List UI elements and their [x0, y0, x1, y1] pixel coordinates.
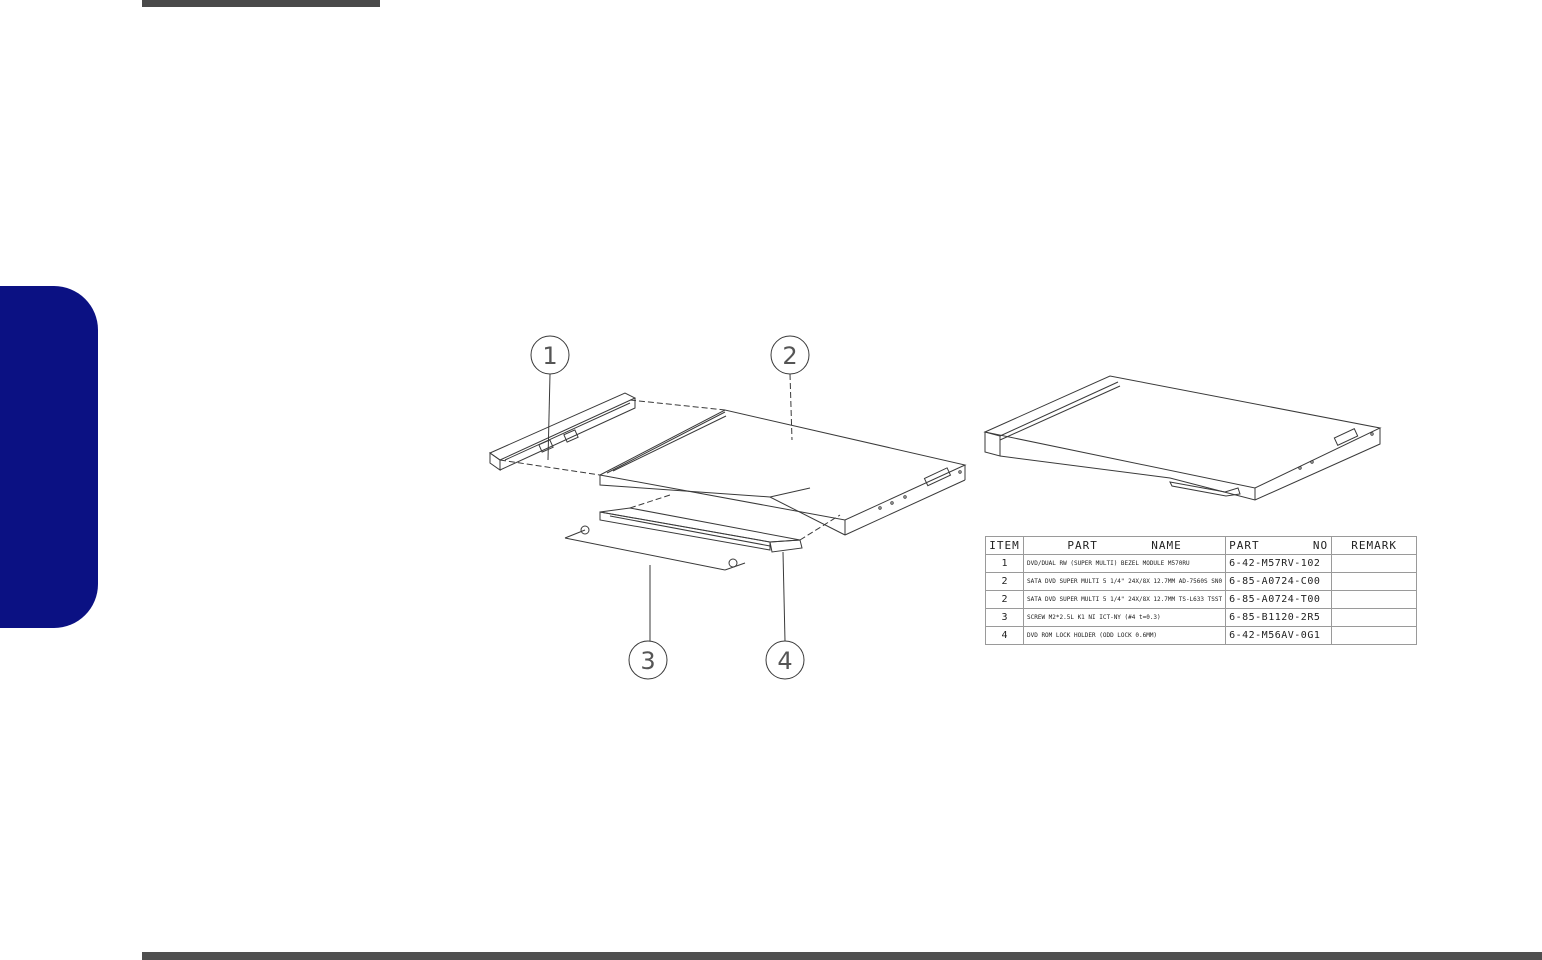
table-row: 1 DVD/DUAL RW (SUPER MULTI) BEZEL MODULE… [985, 554, 1418, 573]
header-part-no: PART NO [1225, 536, 1333, 555]
parts-table: ITEM PART NAME PART NO REMARK 1 DVD/DUAL… [985, 536, 1418, 645]
chapter-side-tab [0, 286, 98, 628]
part-name-cell: SATA DVD SUPER MULTI 5 1/4" 24X/8X 12.7M… [1022, 572, 1227, 591]
header-rule [142, 0, 380, 7]
screws [564, 525, 746, 571]
header-part-name: PART NAME [1022, 536, 1227, 555]
callout-4-label: 4 [777, 647, 792, 675]
part-no-cell: 6-85-A0724-T00 [1225, 590, 1333, 609]
remark-cell [1331, 608, 1418, 627]
header-remark: REMARK [1331, 536, 1418, 555]
remark-cell [1331, 590, 1418, 609]
part-no-cell: 6-85-B1120-2R5 [1225, 608, 1333, 627]
part-no-cell: 6-42-M56AV-0G1 [1225, 626, 1333, 645]
remark-cell [1331, 572, 1418, 591]
callout-3-label: 3 [640, 647, 655, 675]
parts-table-header: ITEM PART NAME PART NO REMARK [985, 536, 1418, 555]
footer-rule [142, 952, 1542, 960]
item-cell: 4 [985, 626, 1024, 645]
callout-3: 3 [628, 565, 668, 680]
part-no-cell: 6-85-A0724-C00 [1225, 572, 1333, 591]
assembled-view-drawing [980, 370, 1400, 510]
callout-1: 1 [530, 335, 570, 461]
optical-drive [598, 409, 967, 536]
callout-4: 4 [765, 551, 805, 680]
remark-cell [1331, 626, 1418, 645]
item-cell: 3 [985, 608, 1024, 627]
part-no-cell: 6-42-M57RV-102 [1225, 554, 1333, 573]
remark-cell [1331, 554, 1418, 573]
table-row: 2 SATA DVD SUPER MULTI 5 1/4" 24X/8X 12.… [985, 590, 1418, 609]
exploded-view-drawing: 1 2 3 4 [470, 320, 990, 690]
lock-holder [599, 494, 841, 553]
item-cell: 1 [985, 554, 1024, 573]
header-item: ITEM [985, 536, 1024, 555]
table-row: 4 DVD ROM LOCK HOLDER (ODD LOCK 0.6MM) 6… [985, 626, 1418, 645]
part-name-cell: DVD ROM LOCK HOLDER (ODD LOCK 0.6MM) [1022, 626, 1227, 645]
callout-2: 2 [770, 335, 810, 441]
bezel [488, 392, 726, 476]
part-name-cell: SCREW M2*2.5L K1 NI ICT-NY (#4 t=0.3) [1022, 608, 1227, 627]
table-row: 2 SATA DVD SUPER MULTI 5 1/4" 24X/8X 12.… [985, 572, 1418, 591]
table-row: 3 SCREW M2*2.5L K1 NI ICT-NY (#4 t=0.3) … [985, 608, 1418, 627]
item-cell: 2 [985, 572, 1024, 591]
part-name-cell: DVD/DUAL RW (SUPER MULTI) BEZEL MODULE M… [1022, 554, 1227, 573]
part-name-cell: SATA DVD SUPER MULTI 5 1/4" 24X/8X 12.7M… [1022, 590, 1227, 609]
item-cell: 2 [985, 590, 1024, 609]
callout-1-label: 1 [542, 342, 557, 370]
callout-2-label: 2 [782, 342, 797, 370]
